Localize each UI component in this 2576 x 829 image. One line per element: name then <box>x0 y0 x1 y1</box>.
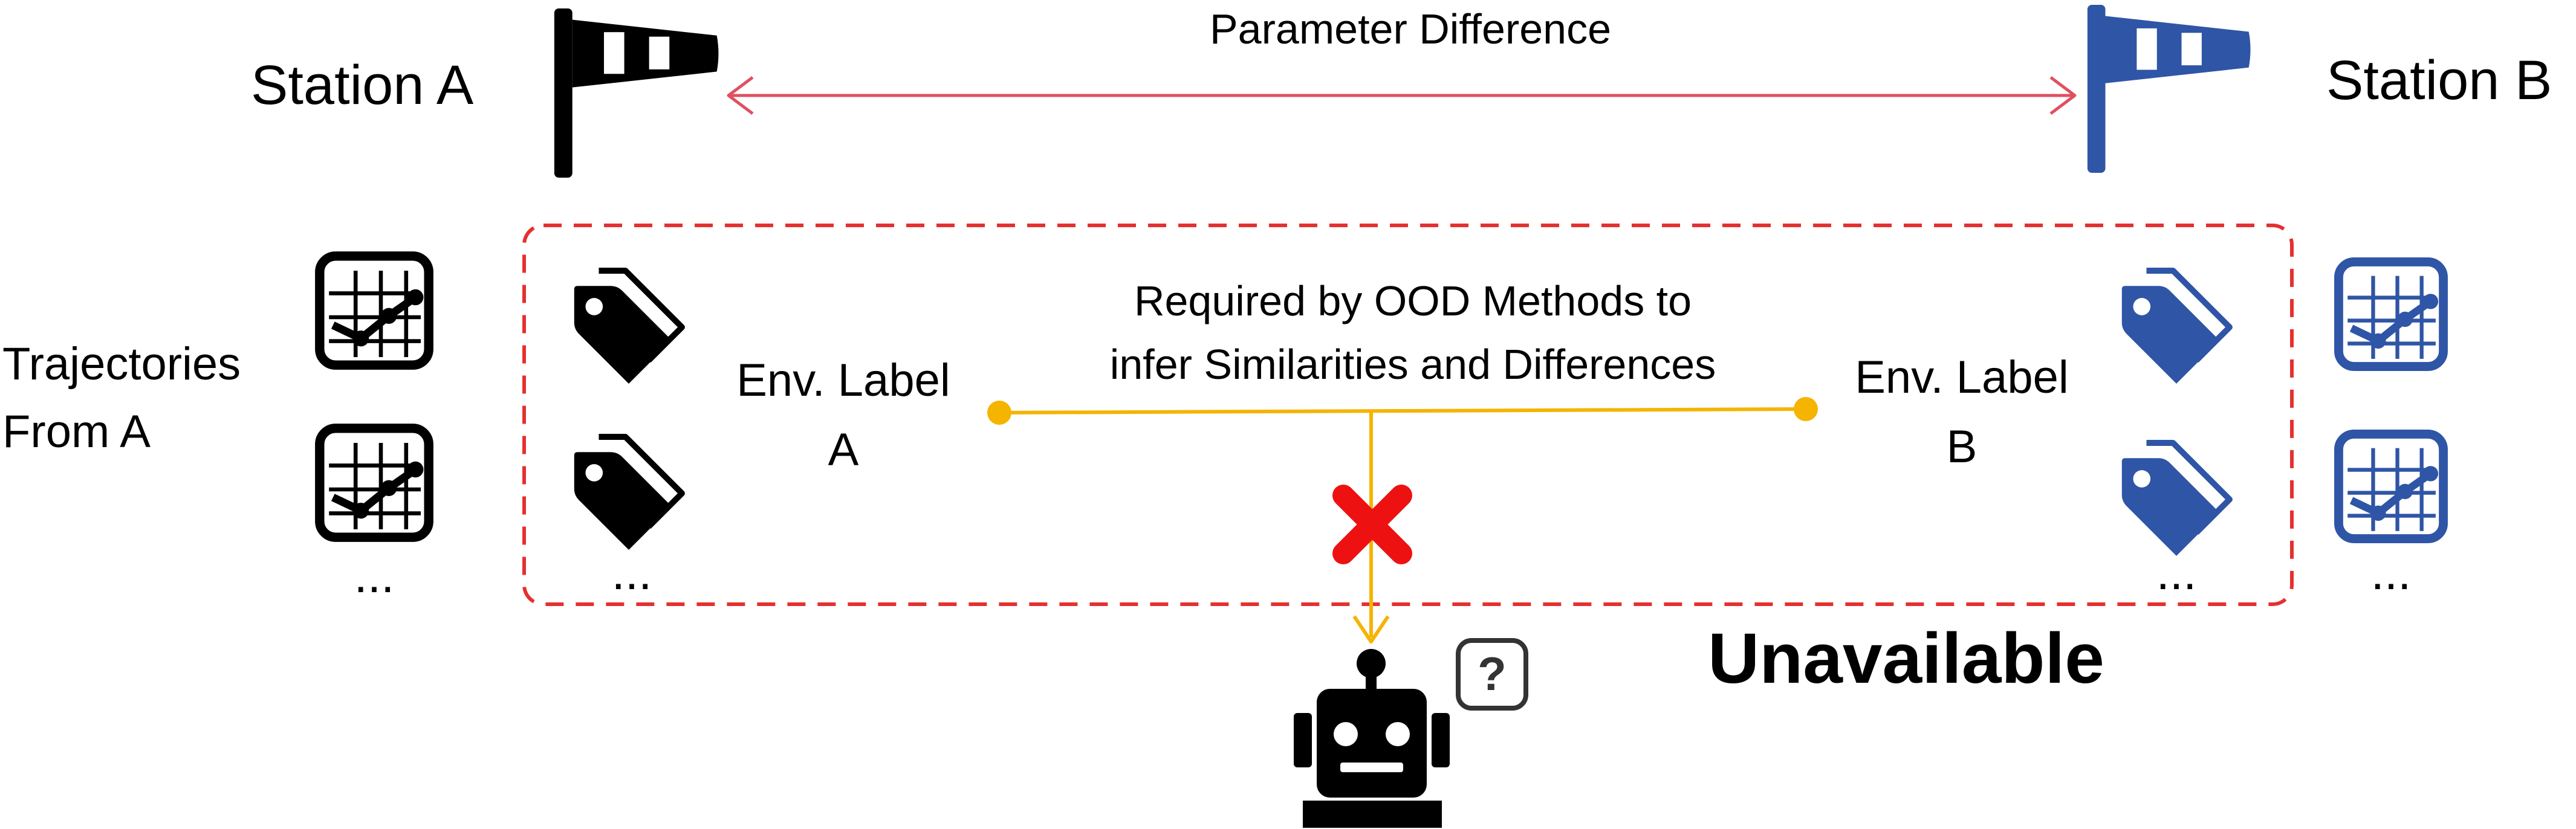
trajectory-a-ellipsis: ... <box>354 549 395 602</box>
tag-a-icon-2 <box>574 437 682 550</box>
tag-b-icon-1 <box>2122 271 2230 384</box>
station-a-label: Station A <box>251 54 474 116</box>
blocked-cross-icon <box>1332 485 1412 564</box>
question-mark-text: ? <box>1478 647 1507 700</box>
station-a-windsock-icon <box>554 8 719 178</box>
trajectory-b-icon-2 <box>2338 434 2443 538</box>
tag-a-icon-1 <box>574 271 682 384</box>
env-label-connector <box>987 397 1818 644</box>
trajectory-a-icon-1 <box>320 256 429 365</box>
unavailable-region-box <box>522 224 2294 606</box>
ood-requirement-line2: infer Similarities and Differences <box>1110 341 1716 388</box>
trajectory-b-icon-1 <box>2338 262 2443 366</box>
trajectory-b-ellipsis: ... <box>2371 546 2412 599</box>
env-label-a-line1: Env. Label <box>736 355 950 406</box>
unavailable-label: Unavailable <box>1708 619 2104 698</box>
station-b-label: Station B <box>2326 50 2552 111</box>
trajectory-a-icon-2 <box>320 428 429 537</box>
trajectories-label-line2: From A <box>2 406 151 457</box>
robot-icon <box>1294 649 1450 828</box>
trajectories-label-line1: Trajectories <box>2 338 241 390</box>
tag-b-ellipsis: ... <box>2156 546 2197 599</box>
parameter-difference-label: Parameter Difference <box>1210 5 1611 53</box>
question-mark-icon: ? <box>1456 638 1528 711</box>
ood-requirement-line1: Required by OOD Methods to <box>1134 277 1692 324</box>
env-label-b-line2: B <box>1947 421 1977 473</box>
parameter-difference-arrow <box>727 76 2077 115</box>
env-label-b-line1: Env. Label <box>1855 352 2069 403</box>
tag-a-ellipsis: ... <box>612 546 652 599</box>
env-label-a-line2: A <box>828 424 859 476</box>
station-b-windsock-icon <box>2087 5 2251 173</box>
tag-b-icon-2 <box>2122 443 2230 556</box>
